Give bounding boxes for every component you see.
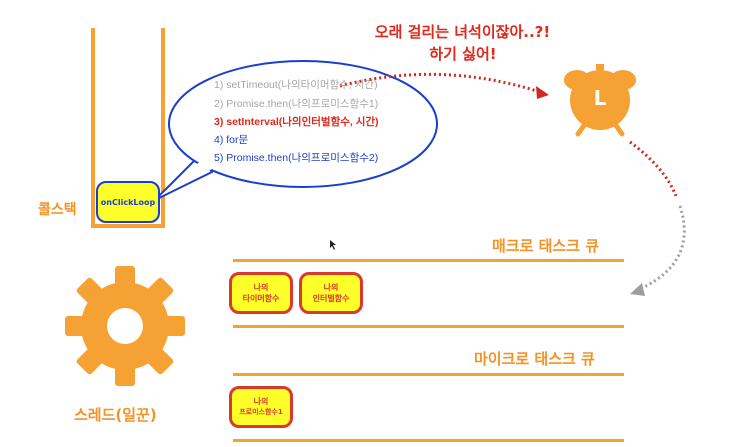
- call-stack-label: 콜스택: [38, 202, 77, 218]
- alarm-clock-icon: [564, 64, 636, 137]
- micro-task-promise: 나의 프로미스함수1: [229, 386, 293, 428]
- macro-queue-bottom-line: [233, 325, 624, 328]
- bubble-line-3: 3) setInterval(나의인터벌함수, 시간): [214, 116, 379, 128]
- callout-line-2: 하기 싫어!: [429, 45, 497, 63]
- timer-letter: L: [593, 86, 607, 110]
- macro-task-interval-line1: 나의: [323, 283, 339, 292]
- call-stack-left-wall: [91, 28, 95, 228]
- micro-queue-bottom-line: [233, 439, 624, 442]
- speech-bubble: [168, 60, 438, 188]
- micro-task-promise-line2: 프로미스함수1: [239, 408, 283, 416]
- macro-task-timer-line1: 나의: [253, 283, 269, 292]
- red-dotted-arrow: [339, 72, 541, 94]
- macro-queue-top-line: [233, 259, 624, 262]
- bubble-line-5: 5) Promise.then(나의프로미스함수2): [214, 152, 379, 164]
- macro-task-interval: 나의 인터벌함수: [299, 272, 363, 314]
- micro-task-promise-line1: 나의: [253, 397, 269, 406]
- macro-task-timer: 나의 타이머함수: [229, 272, 293, 314]
- callout-line-1: 오래 걸리는 녀석이잖아..?!: [374, 23, 551, 41]
- red-dotted-line: [629, 140, 678, 197]
- call-stack-right-wall: [161, 28, 165, 228]
- bubble-line-1: 1) setTimeout(나의타이머함수, 시간): [214, 79, 378, 91]
- call-stack-bottom: [91, 224, 165, 228]
- macro-task-timer-line2: 타이머함수: [242, 294, 280, 303]
- call-stack-frame: onClickLoop: [96, 181, 160, 223]
- gear-icon: [65, 266, 185, 386]
- micro-queue-top-line: [233, 373, 624, 376]
- mouse-cursor-icon: [330, 240, 336, 250]
- bubble-line-4: 4) for문: [214, 134, 249, 146]
- thread-label: 스레드(일꾼): [74, 406, 157, 424]
- micro-queue-title: 마이크로 태스크 큐: [474, 350, 595, 368]
- macro-task-interval-line2: 인터벌함수: [312, 294, 350, 303]
- bubble-line-2: 2) Promise.then(나의프로미스함수1): [214, 98, 379, 110]
- macro-queue-title: 매크로 태스크 큐: [492, 237, 600, 255]
- gray-dotted-arrow: [639, 205, 686, 291]
- call-stack-frame-label: onClickLoop: [100, 197, 156, 207]
